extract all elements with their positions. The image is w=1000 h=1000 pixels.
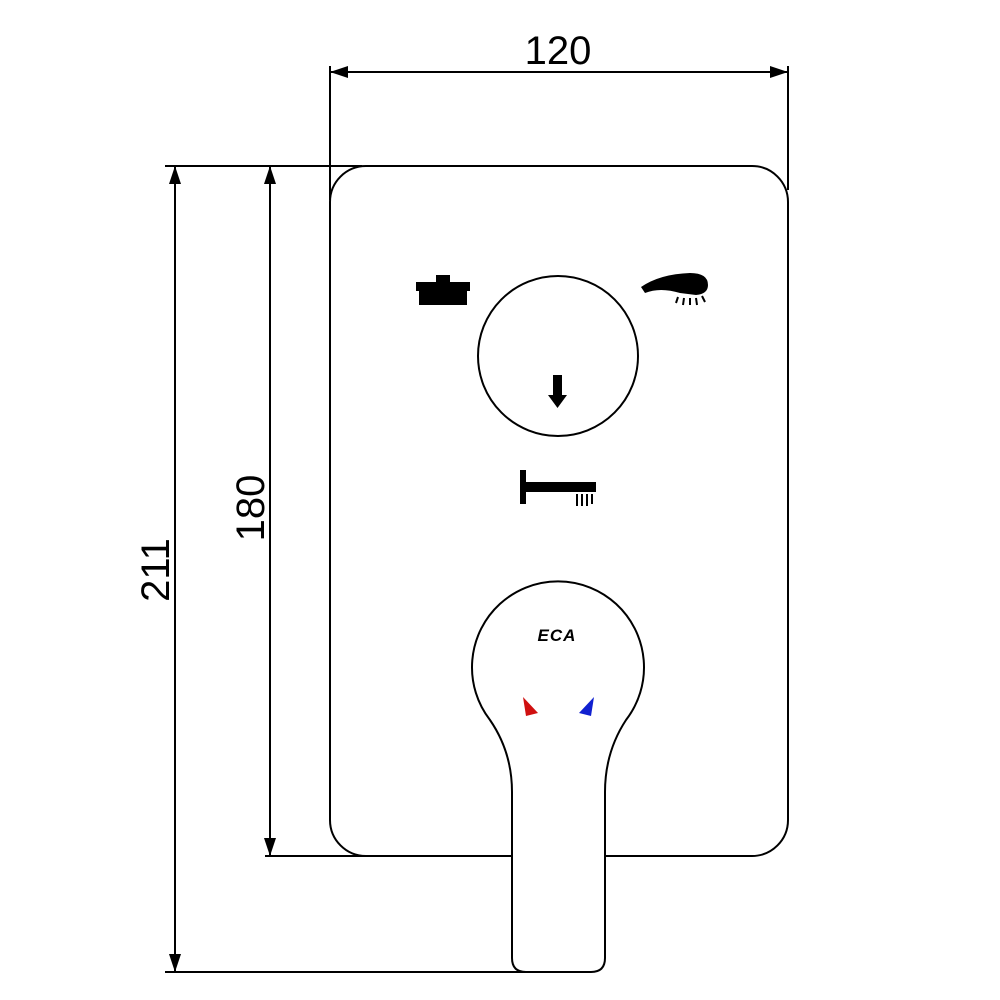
total-height-label: 211 (134, 538, 178, 602)
width-dimension: 120 (329, 29, 789, 200)
bathtub-faucet-icon (416, 275, 470, 305)
brand-logo: ECA (538, 626, 577, 645)
plate-height-dimension: 180 (229, 166, 276, 856)
cold-indicator-icon (579, 697, 594, 716)
shower-arm-icon (520, 470, 596, 506)
plate-height-label: 180 (229, 475, 273, 542)
mixer-lever-handle[interactable] (471, 580, 645, 973)
diverter-arrow-icon (548, 375, 567, 408)
width-label: 120 (525, 29, 592, 73)
diverter-knob (477, 275, 639, 437)
total-height-dimension: 211 (134, 166, 181, 972)
hand-shower-icon (641, 273, 708, 306)
hot-indicator-icon (523, 697, 538, 716)
